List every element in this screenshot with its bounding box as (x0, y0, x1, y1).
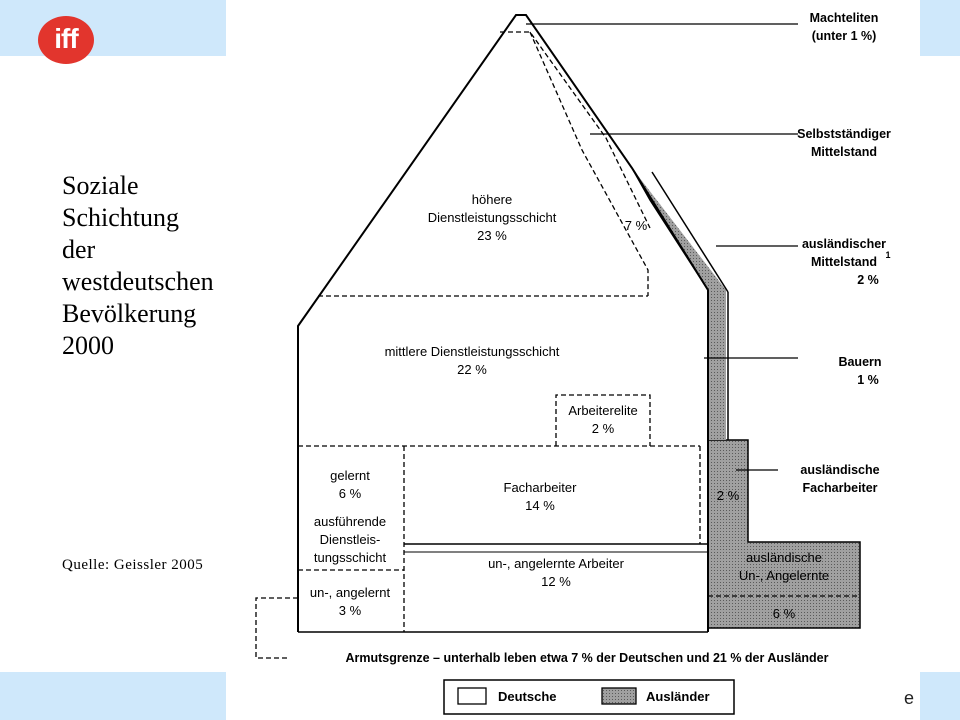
machteliten-callout-1: Machteliten (810, 11, 879, 25)
unangelernt-label-2: 3 % (339, 603, 362, 618)
mittlere-label-1: mittlere Dienstleistungsschicht (385, 344, 560, 359)
arbeiterelite-label-2: 2 % (592, 421, 615, 436)
gelernt-label-2: 6 % (339, 486, 362, 501)
selbststaendige-boundary (529, 31, 649, 296)
ausfuehrende-label-1: ausführende (314, 514, 386, 529)
ausl-unangelernte-label-2: Un-, Angelernte (739, 568, 829, 583)
facharbeiter-label-1: Facharbeiter (504, 480, 578, 495)
unangelernte-arbeiter-label-2: 12 % (541, 574, 571, 589)
arbeiterelite-box (555, 394, 651, 446)
ausl-facharbeiter-percent: 2 % (717, 488, 740, 503)
ausl-mittelstand-footnote: 1 (885, 250, 890, 260)
ausfuehrende-label-2: Dienstleis- (320, 532, 381, 547)
title-line: Soziale (62, 171, 139, 200)
hoehere-label-1: höhere (472, 192, 512, 207)
title-line: Bevölkerung (62, 299, 197, 328)
bauern-callout-1: Bauern (838, 355, 881, 369)
ausl-unangelernte-label-1: ausländische (746, 550, 822, 565)
poverty-bracket (255, 597, 298, 659)
bauern-callout-2: 1 % (857, 373, 879, 387)
auslaender-mittelstand-band (632, 168, 726, 440)
mittlere-label-2: 22 % (457, 362, 487, 377)
ausl-facharbeiter-callout-1: ausländische (800, 463, 879, 477)
legend-label-deutsche: Deutsche (498, 689, 557, 704)
source-citation: Quelle: Geissler 2005 (62, 557, 204, 573)
legend-swatch-deutsche (457, 687, 487, 705)
ausl-mittelstand-callout-1: ausländischer (802, 237, 886, 251)
poverty-line-label: Armutsgrenze – unterhalb leben etwa 7 % … (346, 651, 829, 665)
gelernt-label-1: gelernt (330, 468, 370, 483)
ausl-facharbeiter-callout-2: Facharbeiter (802, 481, 877, 495)
legend-label-auslaender: Ausländer (646, 689, 710, 704)
hoehere-label-3: 23 % (477, 228, 507, 243)
title-line: der (62, 235, 96, 264)
selbststaendiger-callout-1: Selbstständiger (797, 127, 891, 141)
legend-box (443, 679, 735, 715)
machteliten-boundary (500, 31, 651, 229)
cropped-text-fragment: e (904, 688, 915, 708)
title-line: 2000 (62, 331, 114, 360)
title-line: Schichtung (62, 203, 179, 232)
ausl-mittelstand-callout-2: Mittelstand (811, 255, 877, 269)
unangelernte-arbeiter-label-1: un-, angelernte Arbeiter (488, 556, 625, 571)
legend-swatch-auslaender (601, 687, 637, 705)
ausl-unangelernte-percent: 6 % (773, 606, 796, 621)
ausfuehrende-label-3: tungsschicht (314, 550, 387, 565)
auslaender-edge (651, 171, 729, 293)
house-outline (297, 14, 709, 632)
facharbeiter-label-2: 14 % (525, 498, 555, 513)
hoehere-label-2: Dienstleistungsschicht (428, 210, 557, 225)
selbststaendige-percent: 7 % (625, 218, 648, 233)
social-stratification-diagram: höhere Dienstleistungsschicht 23 % mittl… (226, 0, 920, 720)
iff-logo[interactable]: iff (38, 16, 94, 64)
unangelernt-label-1: un-, angelernt (310, 585, 391, 600)
slide-title: Soziale Schichtung der westdeutschen Bev… (62, 170, 242, 362)
machteliten-callout-2: (unter 1 %) (812, 29, 877, 43)
ausl-mittelstand-callout-3: 2 % (857, 273, 879, 287)
arbeiterelite-label-1: Arbeiterelite (568, 403, 637, 418)
selbststaendiger-callout-2: Mittelstand (811, 145, 877, 159)
title-line: westdeutschen (62, 267, 214, 296)
